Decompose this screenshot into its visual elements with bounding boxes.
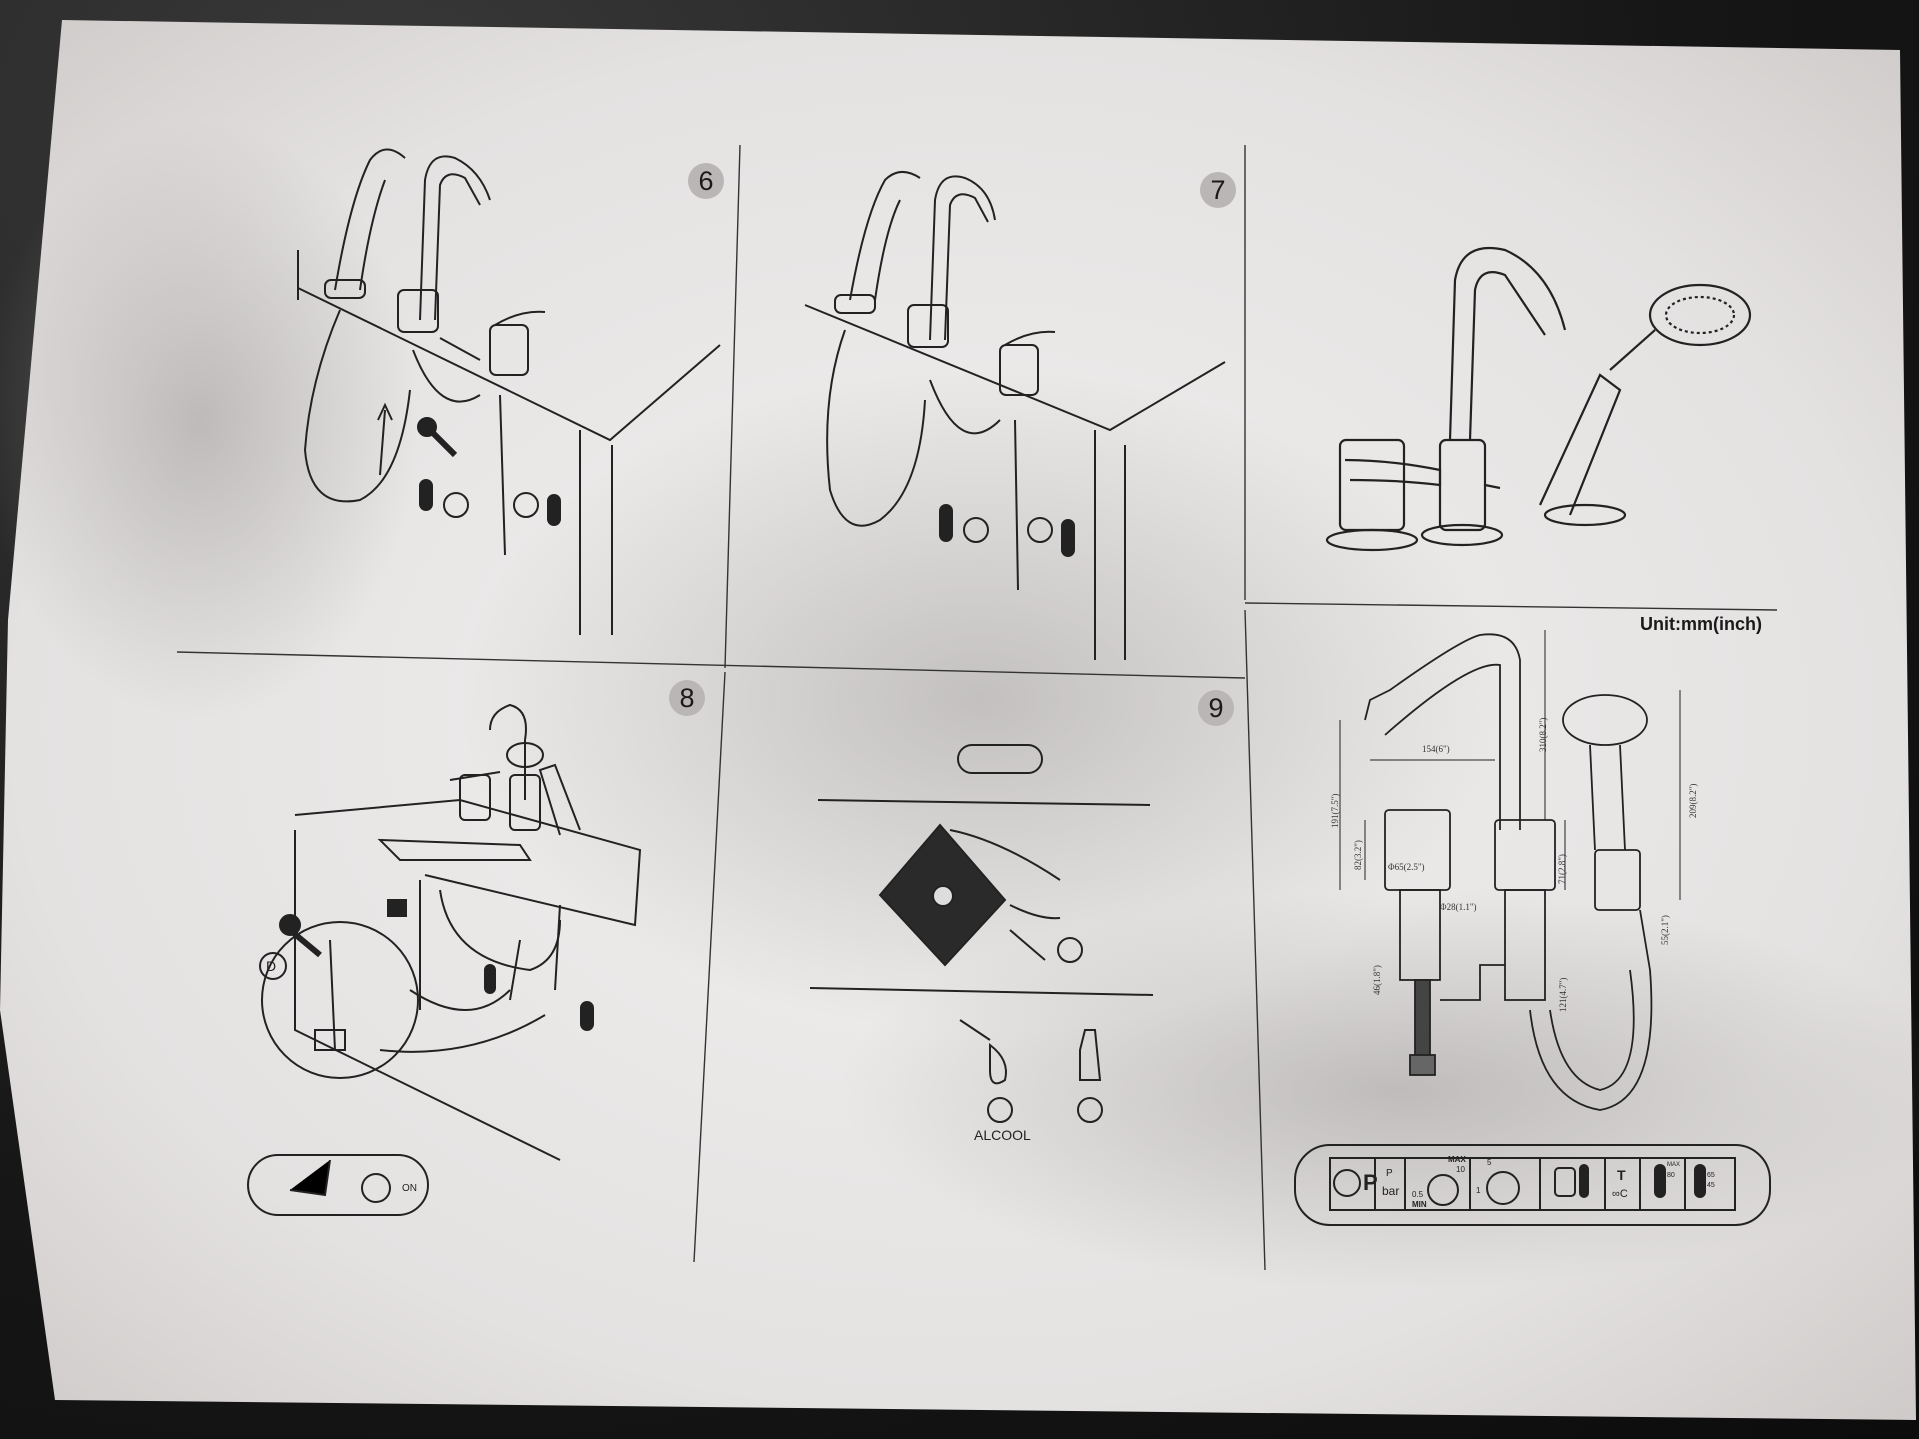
spec-p: P — [1363, 1170, 1378, 1195]
spec-tmax-label: MAX — [1667, 1162, 1681, 1168]
dim-diam-b: Φ28(1.1") — [1440, 902, 1477, 912]
step-number-8: 8 — [669, 680, 705, 716]
dimension-drawing — [1339, 630, 1681, 1111]
unit-label: Unit:mm(inch) — [1640, 614, 1762, 634]
spec-t-unit: ∞C — [1612, 1188, 1628, 1200]
spec-opt-min: 1 — [1476, 1186, 1481, 1195]
dim-lower: 46(1.8") — [1372, 965, 1382, 995]
step-number-7: 7 — [1200, 172, 1236, 208]
dim-spout-height: 310(8.2") — [1538, 717, 1548, 752]
product-illustration — [1325, 246, 1752, 552]
spec-max-val: 10 — [1456, 1165, 1465, 1174]
step6-illustration — [297, 148, 721, 635]
spec-min-val: 0.5 — [1412, 1190, 1424, 1199]
step7-illustration — [804, 171, 1226, 660]
spec-bar — [1294, 1144, 1771, 1226]
dim-mid-height: 71(2.8") — [1557, 854, 1567, 884]
on-label: ON — [402, 1183, 417, 1194]
dim-left-height: 191(7.5") — [1330, 793, 1340, 828]
spec-tmax-val: 80 — [1667, 1172, 1675, 1179]
step9-illustration — [809, 744, 1154, 1123]
dim-hand-height: 209(8.2") — [1688, 783, 1698, 818]
dim-spout-reach: 154(6") — [1422, 744, 1450, 754]
step8-illustration — [261, 703, 642, 1161]
dim-hand-base: 55(2.1") — [1660, 915, 1670, 945]
spec-t-rec-hi: 65 — [1707, 1172, 1715, 1179]
dim-diam-a: Φ65(2.5") — [1388, 862, 1425, 872]
spec-bar-bottom: bar — [1382, 1184, 1400, 1198]
step-number-6: 6 — [688, 163, 724, 199]
step8-mark: D — [266, 958, 277, 974]
spec-opt-val: 5 — [1487, 1158, 1492, 1167]
spec-t-rec-lo: 45 — [1707, 1182, 1715, 1189]
spec-max-label: MAX — [1448, 1155, 1466, 1164]
dim-shank: 121(4.7") — [1558, 977, 1568, 1012]
spec-bar-top: P — [1386, 1168, 1393, 1179]
dim-base-height: 82(3.2") — [1353, 840, 1363, 870]
spec-min-label: MIN — [1412, 1200, 1427, 1209]
alcohol-label: ALCOOL — [974, 1127, 1031, 1143]
step-number-9: 9 — [1198, 690, 1234, 726]
spec-t: T — [1617, 1167, 1626, 1183]
